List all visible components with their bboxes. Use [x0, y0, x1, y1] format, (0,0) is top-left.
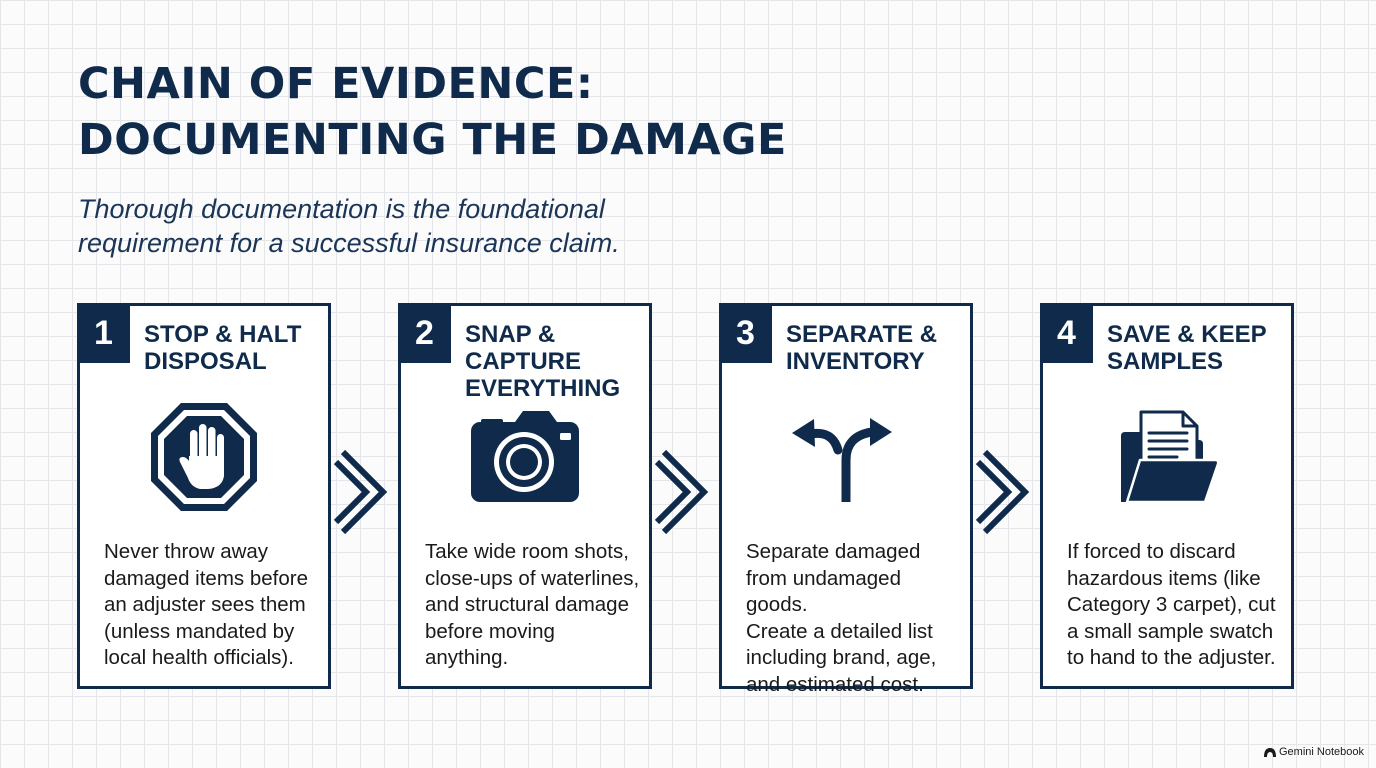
step-card-2: 2 SNAP & CAPTURE EVERYTHING Take wide ro…: [398, 303, 652, 689]
watermark: Gemini Notebook: [1264, 746, 1364, 758]
folder-document-icon: [1107, 402, 1227, 512]
gemini-notebook-logo-icon: [1264, 747, 1276, 757]
step-description: Separate damaged from undamaged goods. C…: [746, 540, 937, 696]
page-title: CHAIN OF EVIDENCE: DOCUMENTING THE DAMAG…: [78, 59, 787, 165]
step-title: SEPARATE & INVENTORY: [786, 321, 938, 375]
chevron-right-icon: [333, 446, 391, 538]
step-number: 4: [1040, 303, 1093, 363]
step-number: 3: [719, 303, 772, 363]
step-card-4: 4 SAVE & KEEP SAMPLES If forced to disca…: [1040, 303, 1294, 689]
chevron-right-icon: [975, 446, 1033, 538]
split-arrows-icon: [786, 402, 906, 512]
step-description: If forced to discard hazardous items (li…: [1067, 540, 1276, 669]
step-title: SAVE & KEEP SAMPLES: [1107, 321, 1267, 375]
step-title: STOP & HALT DISPOSAL: [144, 321, 302, 375]
page-subtitle: Thorough documentation is the foundation…: [78, 194, 620, 258]
stop-hand-icon: [144, 402, 264, 512]
step-description: Never throw away damaged items before an…: [104, 540, 308, 669]
camera-icon: [465, 402, 585, 512]
step-card-3: 3 SEPARATE & INVENTORY Separate damaged …: [719, 303, 973, 696]
chevron-right-icon: [654, 446, 712, 538]
watermark-label: Gemini Notebook: [1279, 746, 1364, 758]
step-card-1: 1 STOP & HALT DISPOSAL Never throw away …: [77, 303, 331, 689]
step-description: Take wide room shots, close-ups of water…: [425, 540, 640, 669]
step-number: 1: [77, 303, 130, 363]
step-title: SNAP & CAPTURE EVERYTHING: [465, 321, 621, 402]
step-number: 2: [398, 303, 451, 363]
